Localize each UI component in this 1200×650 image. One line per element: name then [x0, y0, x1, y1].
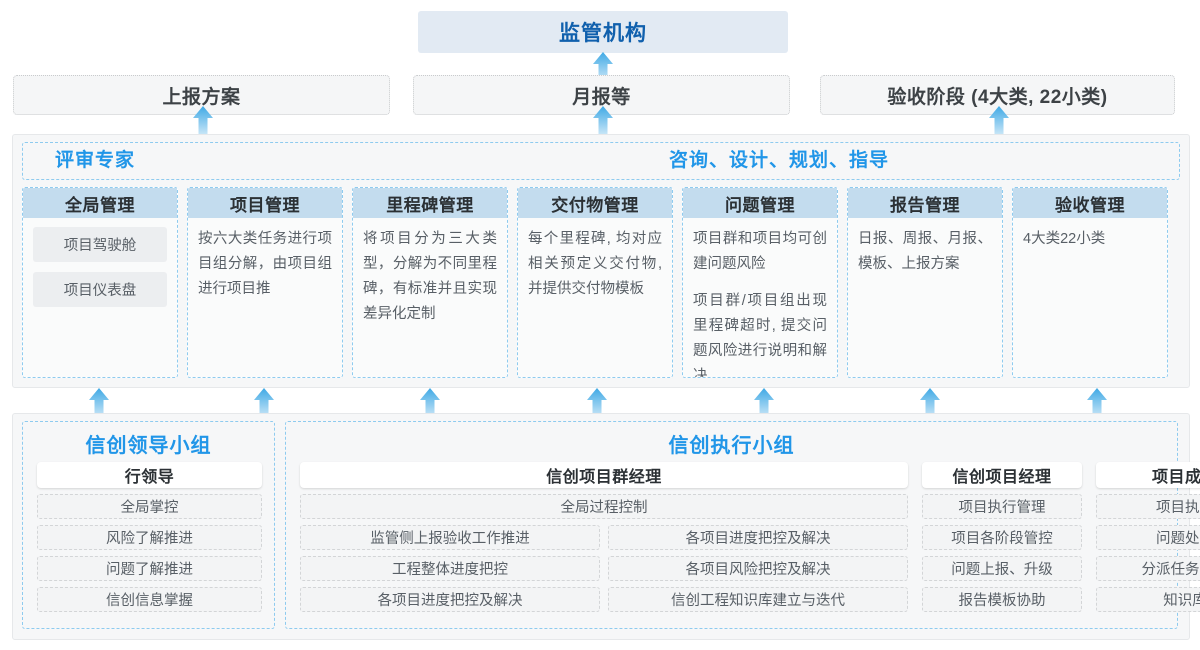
program-manager-role-header: 信创项目群经理: [300, 462, 908, 488]
project-manager-column: 信创项目经理 项目执行管理 项目各阶段管控 问题上报、升级 报告模板协助: [922, 462, 1082, 612]
arrow-up-icon: [988, 106, 1010, 136]
member-item-3[interactable]: 知识库: [1096, 587, 1200, 612]
column-1-desc: 按六大类任务进行项目组分解，由项目组进行项目推: [198, 231, 332, 297]
program-manager-column: 信创项目群经理 全局过程控制 监管侧上报验收工作推进 工程整体进度把控 各项目进…: [300, 462, 908, 612]
program-manager-full-row: 全局过程控制: [300, 494, 908, 519]
arrow-up-icon: [419, 388, 441, 418]
band-label-review-experts: 评审专家: [55, 150, 136, 171]
arrow-up-icon: [592, 52, 614, 82]
column-header-1: 项目管理: [188, 188, 342, 218]
column-header-4: 问题管理: [683, 188, 837, 218]
program-manager-full-item[interactable]: 全局过程控制: [300, 494, 908, 519]
management-column-0[interactable]: 全局管理 项目驾驶舱 项目仪表盘: [22, 187, 178, 378]
leader-item-0[interactable]: 全局掌控: [37, 494, 262, 519]
report-label-1: 月报等: [572, 86, 631, 108]
program-manager-left-2[interactable]: 各项目进度把控及解决: [300, 587, 600, 612]
advisory-band: [22, 142, 1180, 180]
column-body-0: 项目驾驶舱 项目仪表盘: [23, 218, 177, 377]
management-column-4[interactable]: 问题管理 项目群和项目均可创建问题风险 项目群/项目组出现里程碑超时, 提交问题…: [682, 187, 838, 378]
column-3-desc: 每个里程碑, 均对应相关预定义交付物,并提供交付物模板: [528, 231, 662, 297]
organization-panel: 信创领导小组 行领导 全局掌控 风险了解推进 问题了解推进 信创信息掌握 信创执…: [12, 413, 1200, 640]
project-manager-item-2[interactable]: 问题上报、升级: [922, 556, 1082, 581]
leader-group: 信创领导小组 行领导 全局掌控 风险了解推进 问题了解推进 信创信息掌握: [22, 421, 275, 629]
arrow-up-icon: [753, 388, 775, 418]
column-body-2: 将项目分为三大类型，分解为不同里程碑，有标准并且实现差异化定制: [353, 218, 507, 377]
program-manager-left-0[interactable]: 监管侧上报验收工作推进: [300, 525, 600, 550]
member-column: 项目成员 项目执行 问题处理 分派任务处理 知识库: [1096, 462, 1200, 612]
leader-item-list: 全局掌控 风险了解推进 问题了解推进 信创信息掌握: [37, 494, 262, 612]
column-header-0: 全局管理: [23, 188, 177, 218]
management-column-1[interactable]: 项目管理 按六大类任务进行项目组分解，由项目组进行项目推: [187, 187, 343, 378]
arrow-up-icon: [586, 388, 608, 418]
management-panel: 评审专家 咨询、设计、规划、指导 全局管理 项目驾驶舱 项目仪表盘 项目管理 按…: [12, 134, 1190, 388]
column-6-desc: 4大类22小类: [1023, 231, 1106, 247]
column-5-desc: 日报、周报、月报、模板、上报方案: [858, 231, 992, 272]
arrow-up-icon: [592, 106, 614, 136]
column-0-pill-1[interactable]: 项目仪表盘: [33, 272, 167, 307]
arrow-up-icon: [253, 388, 275, 418]
member-item-1[interactable]: 问题处理: [1096, 525, 1200, 550]
report-box-0[interactable]: 上报方案: [13, 75, 390, 115]
band-label-consulting: 咨询、设计、规划、指导: [669, 150, 890, 171]
arrow-up-icon: [192, 106, 214, 136]
program-manager-subcolumns: 监管侧上报验收工作推进 工程整体进度把控 各项目进度把控及解决 各项目进度把控及…: [300, 525, 908, 612]
arrow-up-icon: [919, 388, 941, 418]
management-column-5[interactable]: 报告管理 日报、周报、月报、模板、上报方案: [847, 187, 1003, 378]
program-manager-right-list: 各项目进度把控及解决 各项目风险把控及解决 信创工程知识库建立与迭代: [608, 519, 908, 612]
column-header-3: 交付物管理: [518, 188, 672, 218]
member-item-0[interactable]: 项目执行: [1096, 494, 1200, 519]
arrow-up-icon: [1086, 388, 1108, 418]
member-list: 项目执行 问题处理 分派任务处理 知识库: [1096, 494, 1200, 612]
column-body-1: 按六大类任务进行项目组分解，由项目组进行项目推: [188, 218, 342, 377]
program-manager-right-1[interactable]: 各项目风险把控及解决: [608, 556, 908, 581]
column-4-desc: 项目群和项目均可创建问题风险: [693, 231, 827, 272]
report-label-2: 验收阶段 (4大类, 22小类): [887, 86, 1108, 108]
program-manager-right-2[interactable]: 信创工程知识库建立与迭代: [608, 587, 908, 612]
report-label-0: 上报方案: [162, 86, 241, 108]
exec-group: 信创执行小组 信创项目群经理 全局过程控制 监管侧上报验收工作推进 工程整体进度…: [285, 421, 1200, 629]
program-manager-right-0[interactable]: 各项目进度把控及解决: [608, 525, 908, 550]
leader-role-header: 行领导: [37, 462, 262, 488]
column-body-5: 日报、周报、月报、模板、上报方案: [848, 218, 1002, 377]
leader-item-1[interactable]: 风险了解推进: [37, 525, 262, 550]
column-header-5: 报告管理: [848, 188, 1002, 218]
leader-group-body: 行领导 全局掌控 风险了解推进 问题了解推进 信创信息掌握: [37, 462, 262, 612]
regulator-box: 监管机构: [418, 11, 788, 53]
arrow-up-icon: [88, 388, 110, 418]
project-manager-item-3[interactable]: 报告模板协助: [922, 587, 1082, 612]
column-header-2: 里程碑管理: [353, 188, 507, 218]
program-manager-left-list: 监管侧上报验收工作推进 工程整体进度把控 各项目进度把控及解决: [300, 519, 600, 612]
column-body-3: 每个里程碑, 均对应相关预定义交付物,并提供交付物模板: [518, 218, 672, 377]
column-body-6: 4大类22小类: [1013, 218, 1167, 377]
column-4-desc2: 项目群/项目组出现里程碑超时, 提交问题风险进行说明和解决: [693, 292, 827, 378]
leader-item-2[interactable]: 问题了解推进: [37, 556, 262, 581]
leader-group-title: 信创领导小组: [85, 435, 212, 457]
project-manager-list: 项目执行管理 项目各阶段管控 问题上报、升级 报告模板协助: [922, 494, 1082, 612]
project-manager-item-1[interactable]: 项目各阶段管控: [922, 525, 1082, 550]
regulator-label: 监管机构: [559, 22, 647, 45]
management-column-6[interactable]: 验收管理 4大类22小类: [1012, 187, 1168, 378]
management-column-3[interactable]: 交付物管理 每个里程碑, 均对应相关预定义交付物,并提供交付物模板: [517, 187, 673, 378]
leader-item-3[interactable]: 信创信息掌握: [37, 587, 262, 612]
program-manager-left-1[interactable]: 工程整体进度把控: [300, 556, 600, 581]
column-header-6: 验收管理: [1013, 188, 1167, 218]
column-0-pill-0[interactable]: 项目驾驶舱: [33, 227, 167, 262]
project-manager-item-0[interactable]: 项目执行管理: [922, 494, 1082, 519]
management-column-2[interactable]: 里程碑管理 将项目分为三大类型，分解为不同里程碑，有标准并且实现差异化定制: [352, 187, 508, 378]
exec-group-title: 信创执行小组: [668, 435, 795, 457]
column-body-4: 项目群和项目均可创建问题风险 项目群/项目组出现里程碑超时, 提交问题风险进行说…: [683, 218, 837, 378]
project-manager-role-header: 信创项目经理: [922, 462, 1082, 488]
column-2-desc: 将项目分为三大类型，分解为不同里程碑，有标准并且实现差异化定制: [363, 231, 497, 322]
member-role-header: 项目成员: [1096, 462, 1200, 488]
member-item-2[interactable]: 分派任务处理: [1096, 556, 1200, 581]
